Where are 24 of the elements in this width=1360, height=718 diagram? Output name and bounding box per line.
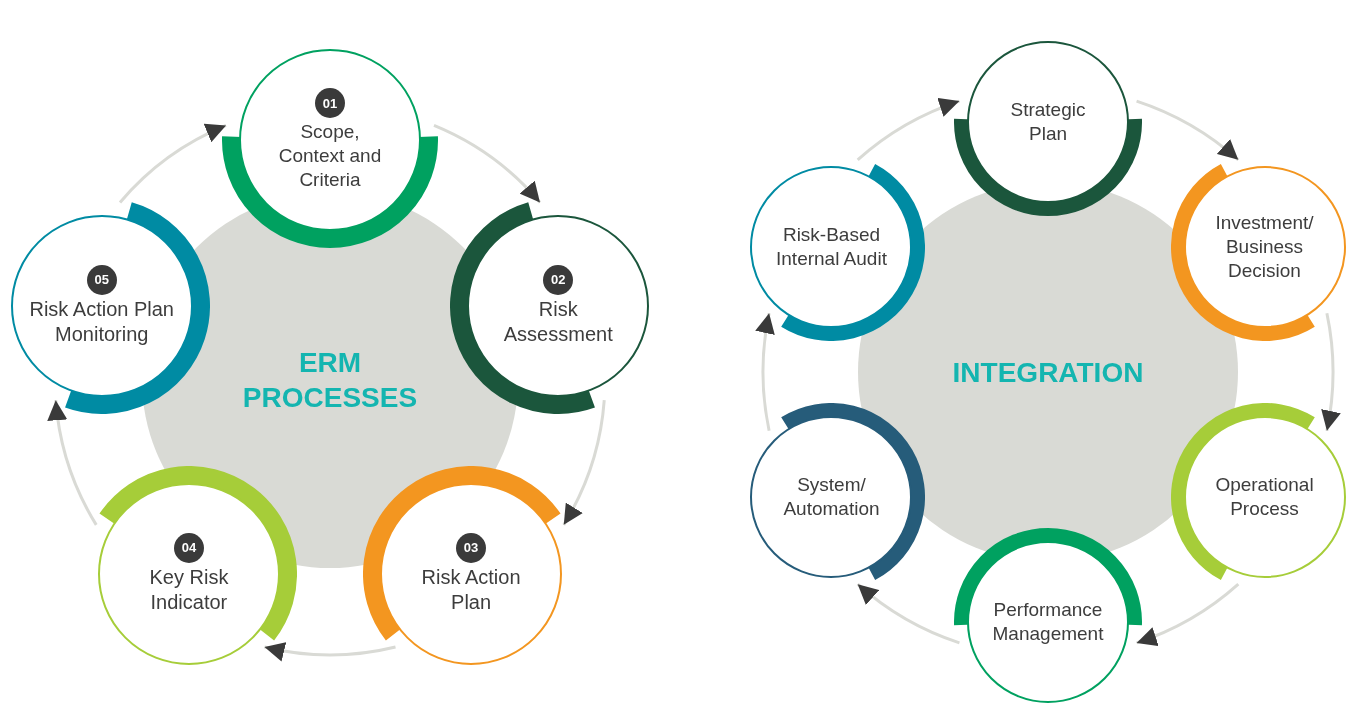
step-label: Strategic Plan <box>1009 98 1087 146</box>
step-label: Key Risk Indicator <box>148 565 230 616</box>
cycle-arrow <box>118 124 227 204</box>
cycle-arrow <box>562 400 606 526</box>
cycle-arrow <box>1136 99 1240 161</box>
step-label: System/ Automation <box>782 473 881 521</box>
center-title: ERM PROCESSES <box>241 346 419 415</box>
step-label: Risk Action Plan <box>420 565 522 616</box>
cycle-arrow <box>48 400 98 526</box>
cycle-arrow <box>856 98 960 161</box>
cycle-arrow <box>433 124 542 204</box>
cycle-arrow <box>1136 583 1240 646</box>
step-label: Risk-Based Internal Audit <box>775 223 888 271</box>
cycle-arrow <box>1320 313 1340 431</box>
step-label: Investment/ Business Decision <box>1214 211 1315 283</box>
cycle-arrow <box>756 313 776 431</box>
step-label: Risk Action Plan Monitoring <box>28 296 175 347</box>
cycle-arrow <box>264 640 396 661</box>
center-title: INTEGRATION <box>951 355 1145 390</box>
step-label: Operational Process <box>1214 473 1315 521</box>
cycle-arrow <box>856 583 960 645</box>
step-label: Performance Management <box>991 598 1105 646</box>
step-label: Risk Assessment <box>502 296 614 347</box>
step-label: Scope, Context and Criteria <box>277 120 383 192</box>
